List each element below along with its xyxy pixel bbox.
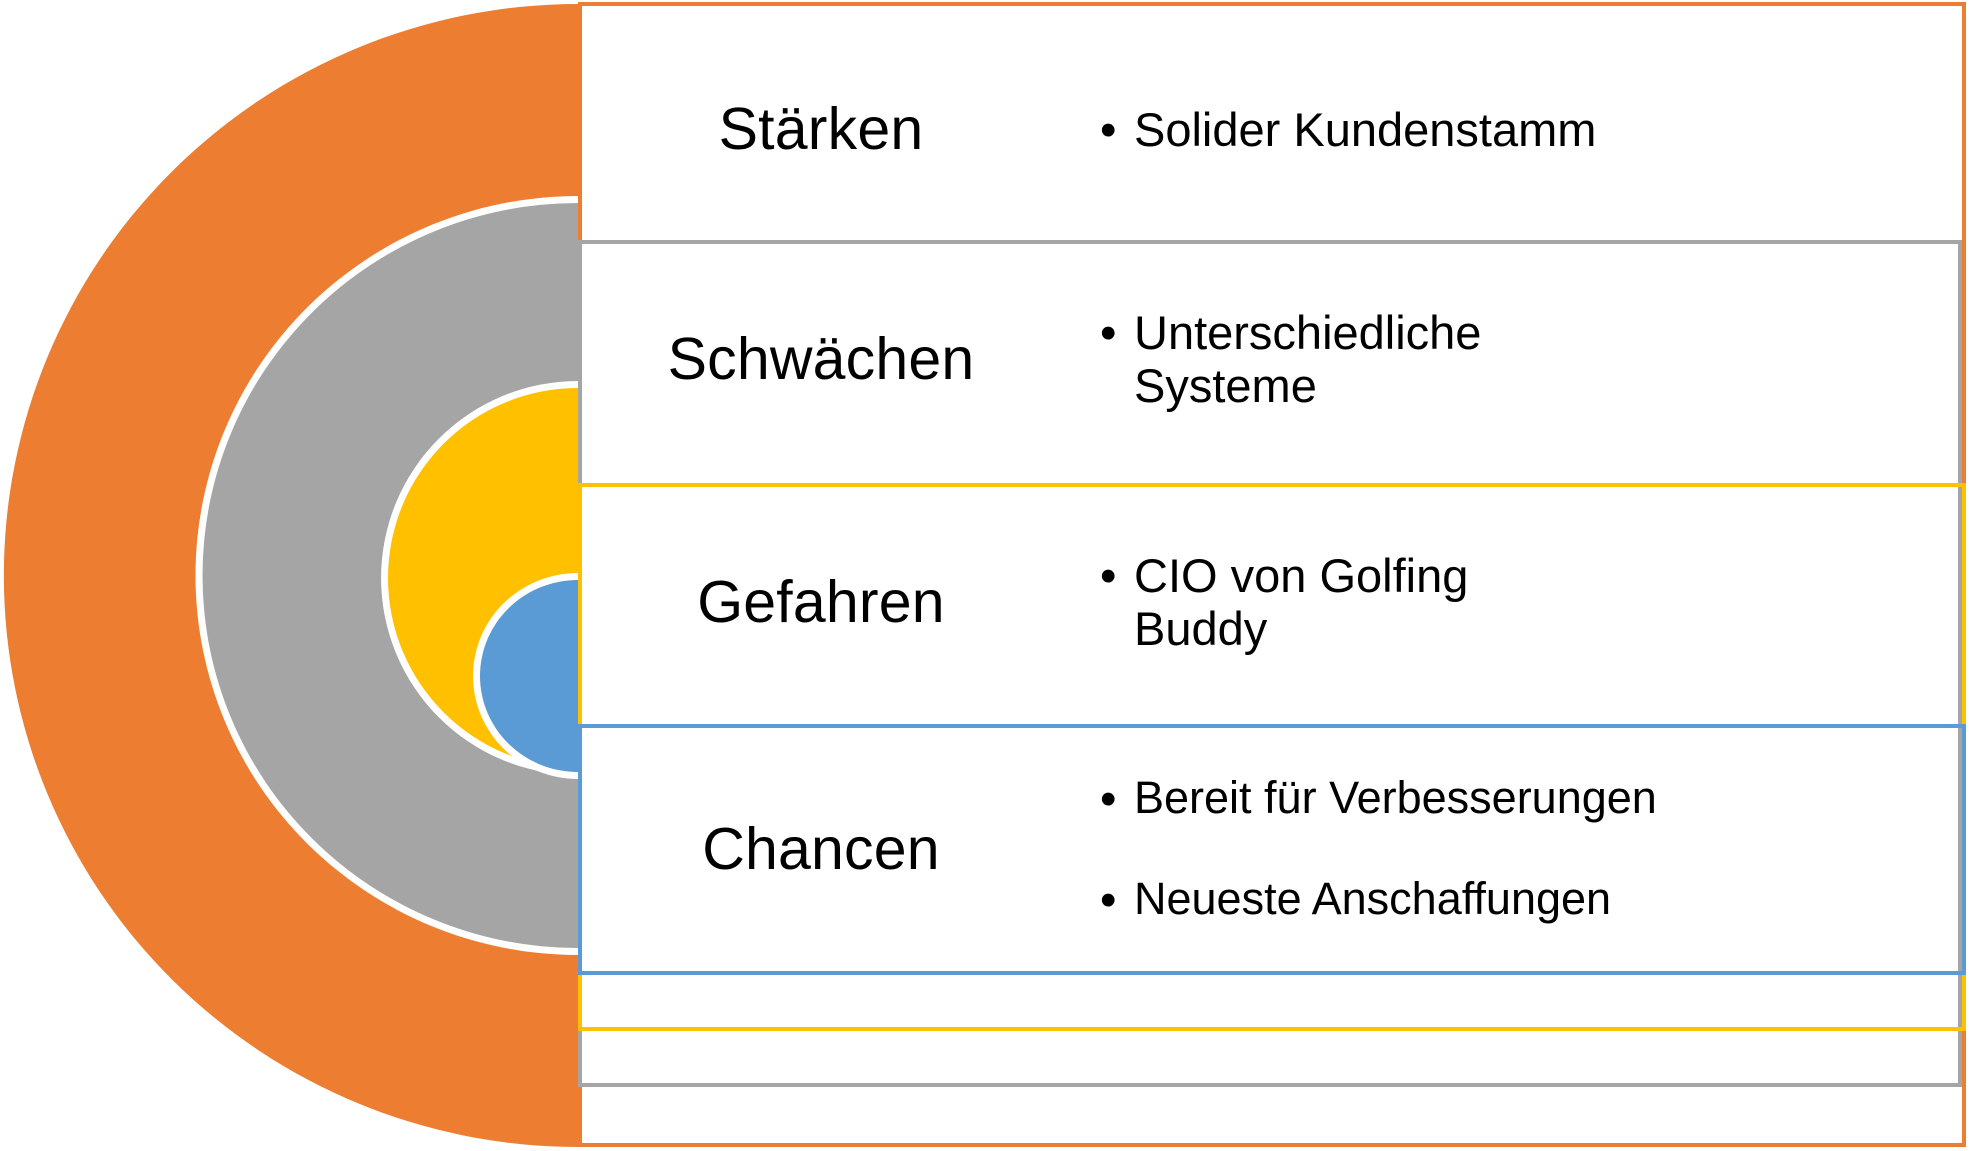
bullet-text: Neueste Anschaffungen [1134,873,1612,924]
bullet-text: Solider Kundenstamm [1134,102,1597,156]
row-label-schwaechen: Schwächen [667,326,975,393]
row-bullets-staerken: • Solider Kundenstamm [1056,102,1966,157]
list-item: • CIO von Golfing Buddy [1100,548,1966,655]
bullet-text: CIO von Golfing Buddy [1134,548,1469,655]
swot-row-schwaechen[interactable]: Schwächen • Unterschiedliche Systeme [586,250,1966,470]
bullet-text: Unterschiedliche Systeme [1134,306,1482,412]
swot-row-gefahren[interactable]: Gefahren • CIO von Golfing Buddy [586,495,1966,710]
bullet-text: Bereit für Verbesserungen [1134,772,1657,824]
row-label-staerken: Stärken [718,96,924,163]
row-bullets-gefahren: • CIO von Golfing Buddy [1056,548,1966,655]
bullet-dot-icon: • [1100,873,1117,926]
arc-group [0,0,600,1151]
row-bullets-chancen: • Bereit für Verbesserungen • Neueste An… [1056,772,1966,927]
list-item: • Neueste Anschaffungen [1100,873,1966,927]
row-label-chancen: Chancen [702,816,940,883]
row-bullets-schwaechen: • Unterschiedliche Systeme [1056,306,1966,412]
swot-row-chancen[interactable]: Chancen • Bereit für Verbesserungen • Ne… [586,735,1966,965]
concentric-arcs-svg [3,4,579,1147]
row-label-gefahren: Gefahren [697,568,945,635]
list-item: • Bereit für Verbesserungen [1100,772,1966,826]
arc-blue[interactable] [480,580,578,772]
bullet-dot-icon: • [1100,548,1117,602]
frame-chancen [578,724,1966,975]
bullet-dot-icon: • [1100,772,1117,826]
bullet-dot-icon: • [1100,102,1117,156]
list-item: • Solider Kundenstamm [1100,102,1966,157]
list-item: • Unterschiedliche Systeme [1100,306,1966,412]
bullet-dot-icon: • [1100,306,1117,360]
swot-row-staerken[interactable]: Stärken • Solider Kundenstamm [586,30,1966,230]
